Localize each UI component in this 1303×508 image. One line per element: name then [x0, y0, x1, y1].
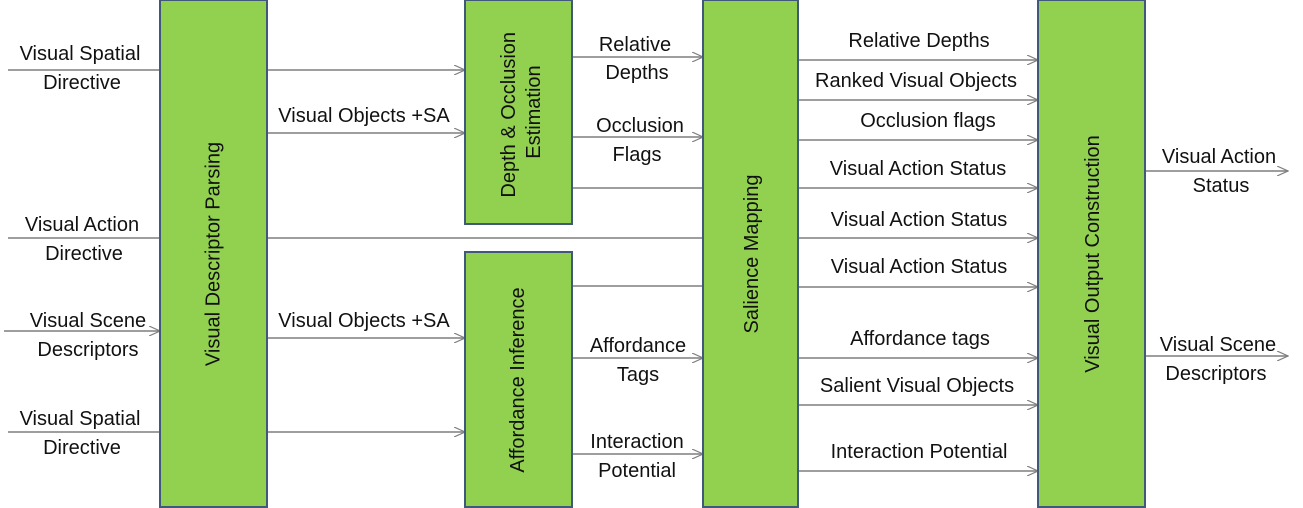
block-output: Visual Output Construction — [1037, 0, 1146, 508]
depth-output-labels: Relative Depths Occlusion Flags — [596, 34, 684, 166]
label-relative-depths-b: Depths — [605, 62, 668, 84]
connectors — [4, 57, 1288, 471]
block-affordance: Affordance Inference — [464, 251, 573, 508]
input-label-spatial-2a: Visual Spatial — [20, 408, 141, 430]
block-depth-label-line1: Depth & Occlusion — [498, 32, 520, 198]
final-output-labels: Visual Action Status Visual Scene Descri… — [1160, 146, 1276, 385]
label-occlusion-flags-a: Occlusion — [596, 115, 684, 137]
final-label-scene-descriptors-b: Descriptors — [1165, 363, 1266, 385]
block-parsing: Visual Descriptor Parsing — [159, 0, 268, 508]
label-sal-occlusion-flags: Occlusion flags — [860, 110, 996, 132]
block-output-box — [1037, 0, 1146, 508]
input-label-action-a: Visual Action — [25, 214, 139, 236]
block-depth-label-line2: Estimation — [523, 65, 545, 158]
input-label-spatial-2b: Directive — [43, 437, 121, 459]
label-relative-depths-a: Relative — [599, 34, 671, 56]
salience-output-labels: Relative Depths Ranked Visual Objects Oc… — [815, 30, 1017, 463]
label-sal-action-status-3: Visual Action Status — [831, 256, 1007, 278]
label-visual-objects-sa-1: Visual Objects +SA — [278, 105, 450, 127]
input-label-scene-a: Visual Scene — [30, 310, 146, 332]
label-interaction-potential-a: Interaction — [590, 431, 683, 453]
block-affordance-box — [464, 251, 573, 508]
block-salience-label: Salience Mapping — [741, 175, 763, 334]
affordance-output-labels: Affordance Tags Interaction Potential — [590, 335, 686, 482]
label-visual-objects-sa-2: Visual Objects +SA — [278, 310, 450, 332]
input-label-action-b: Directive — [45, 243, 123, 265]
block-depth-label: Depth & Occlusion Estimation — [498, 26, 545, 197]
label-sal-interaction-potential: Interaction Potential — [831, 441, 1008, 463]
label-sal-salient-visual-objects: Salient Visual Objects — [820, 375, 1014, 397]
final-label-scene-descriptors-a: Visual Scene — [1160, 334, 1276, 356]
label-sal-action-status-1: Visual Action Status — [830, 158, 1006, 180]
block-parsing-box — [159, 0, 268, 508]
block-depth-box — [464, 0, 573, 225]
final-label-action-status-a: Visual Action — [1162, 146, 1276, 168]
label-sal-relative-depths: Relative Depths — [848, 30, 989, 52]
input-label-scene-b: Descriptors — [37, 339, 138, 361]
input-label-spatial-1a: Visual Spatial — [20, 43, 141, 65]
block-output-label: Visual Output Construction — [1082, 135, 1104, 373]
block-salience-box — [702, 0, 799, 508]
block-salience: Salience Mapping — [702, 0, 799, 508]
label-affordance-tags-a: Affordance — [590, 335, 686, 357]
input-labels: Visual Spatial Directive Visual Action D… — [20, 43, 147, 459]
parsing-output-labels: Visual Objects +SA Visual Objects +SA — [278, 105, 450, 332]
input-label-spatial-1b: Directive — [43, 72, 121, 94]
final-label-action-status-b: Status — [1193, 175, 1250, 197]
block-depth: Depth & Occlusion Estimation — [464, 0, 573, 225]
block-affordance-label: Affordance Inference — [507, 287, 529, 472]
label-affordance-tags-b: Tags — [617, 364, 659, 386]
block-parsing-label: Visual Descriptor Parsing — [203, 142, 225, 366]
label-interaction-potential-b: Potential — [598, 460, 676, 482]
label-sal-affordance-tags: Affordance tags — [850, 328, 990, 350]
label-occlusion-flags-b: Flags — [613, 144, 662, 166]
label-sal-action-status-2: Visual Action Status — [831, 209, 1007, 231]
label-sal-ranked-visual-objects: Ranked Visual Objects — [815, 70, 1017, 92]
